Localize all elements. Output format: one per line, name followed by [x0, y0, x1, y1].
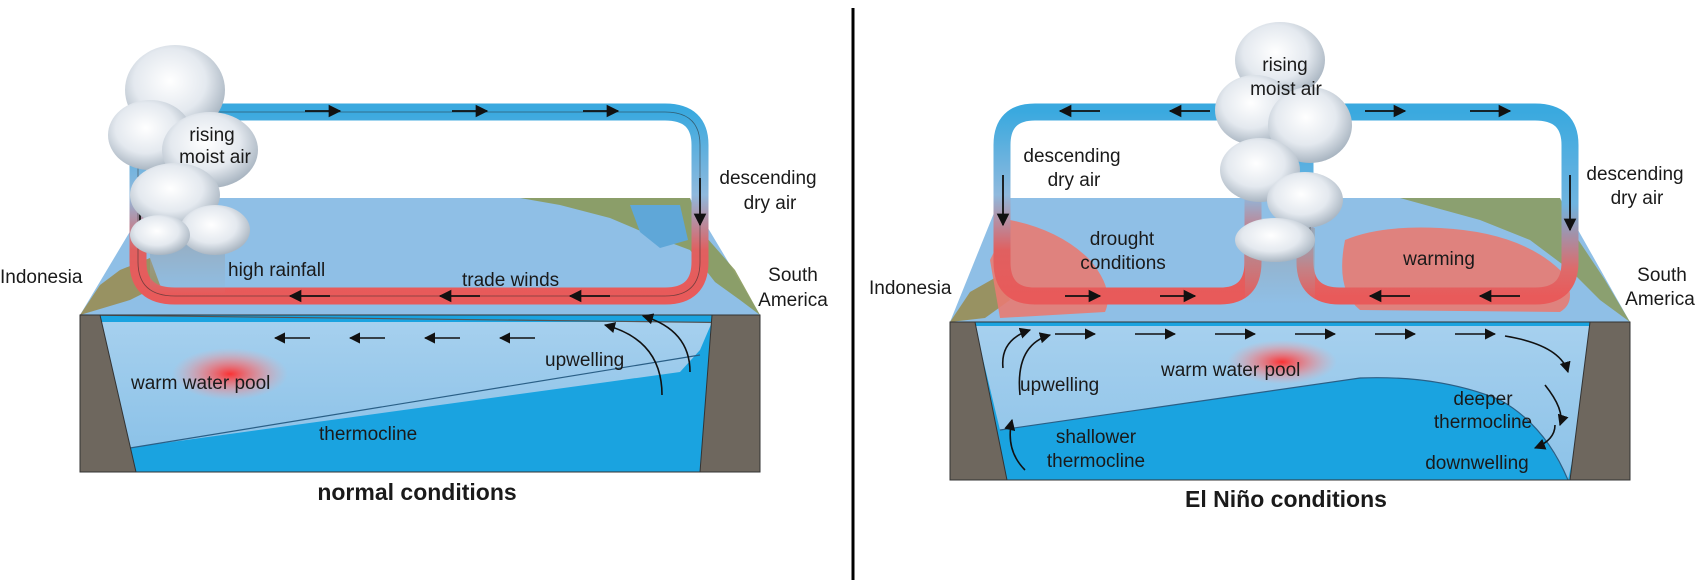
elnino-cloud-icon: [1215, 22, 1352, 262]
elnino-downwelling-arrow-3: [1533, 424, 1556, 450]
elnino-box-outline: [949, 321, 1631, 481]
elnino-label-shallower-1: shallower: [1056, 427, 1137, 448]
elnino-label-drought-2: conditions: [1080, 253, 1166, 274]
elnino-label-rising-1: rising: [1262, 55, 1307, 76]
elnino-label-deeper-2: thermocline: [1434, 412, 1532, 433]
normal-upwelling-arrow-1: [603, 322, 663, 396]
elnino-label-warming: warming: [1402, 249, 1475, 270]
elnino-downwelling-arrow-2: [1544, 384, 1569, 427]
normal-label-descending-2: dry air: [744, 193, 797, 214]
normal-cloud-icon: [108, 45, 258, 255]
elnino-label-desc-right-1: descending: [1586, 164, 1683, 185]
normal-label-indonesia: Indonesia: [0, 267, 83, 288]
normal-label-south-1: South: [768, 265, 818, 286]
elnino-thermocline-curve: [1359, 377, 1569, 481]
normal-box-outline: [79, 314, 761, 473]
normal-thermocline-line: [129, 354, 701, 449]
elnino-label-shallower-2: thermocline: [1047, 451, 1145, 472]
normal-upwelling-arrow-2: [641, 313, 691, 373]
normal-label-south-2: America: [758, 290, 828, 311]
elnino-warm-pool-glow: [1227, 340, 1337, 384]
normal-title: normal conditions: [317, 479, 516, 505]
normal-label-rising-1: rising: [189, 125, 234, 146]
normal-land-gulf: [630, 205, 688, 248]
normal-label-thermocline: thermocline: [319, 424, 417, 445]
elnino-upper-water: [975, 326, 1590, 480]
elnino-label-rising-2: moist air: [1250, 79, 1322, 100]
elnino-downwelling-arrow-1: [1504, 335, 1571, 374]
elnino-label-drought-1: drought: [1090, 229, 1155, 250]
elnino-upwelling-arrow-2: [1001, 327, 1032, 369]
normal-label-descending-1: descending: [719, 168, 816, 189]
elnino-label-desc-left-1: descending: [1023, 146, 1120, 167]
elnino-label-indonesia: Indonesia: [869, 278, 952, 299]
elnino-upwelling-arrow-1: [1018, 332, 1052, 396]
normal-label-warm-pool: warm water pool: [130, 373, 270, 394]
elnino-thermocline-line: [999, 377, 1361, 431]
normal-label-upwelling: upwelling: [545, 350, 624, 371]
normal-panel: rising moist air descending dry air high…: [0, 45, 828, 505]
normal-sea-surface: [80, 198, 760, 315]
elnino-shallower-arrow: [1004, 418, 1026, 471]
elnino-label-desc-left-2: dry air: [1048, 170, 1101, 191]
elnino-title: El Niño conditions: [1185, 486, 1387, 512]
elnino-panel: rising moist air descending dry air desc…: [869, 22, 1695, 512]
normal-label-high-rainfall: high rainfall: [228, 260, 325, 281]
elnino-label-upwelling: upwelling: [1020, 375, 1099, 396]
elnino-label-south-2: America: [1625, 289, 1695, 310]
normal-label-trade-winds: trade winds: [462, 270, 559, 291]
normal-warm-pool-glow: [172, 348, 288, 400]
elnino-label-desc-right-2: dry air: [1611, 188, 1664, 209]
elnino-label-deeper-1: deeper: [1453, 389, 1513, 410]
elnino-label-south-1: South: [1637, 265, 1687, 286]
normal-label-rising-2: moist air: [179, 147, 251, 168]
elnino-label-warm-pool: warm water pool: [1160, 360, 1300, 381]
elnino-label-downwelling: downwelling: [1425, 453, 1529, 474]
